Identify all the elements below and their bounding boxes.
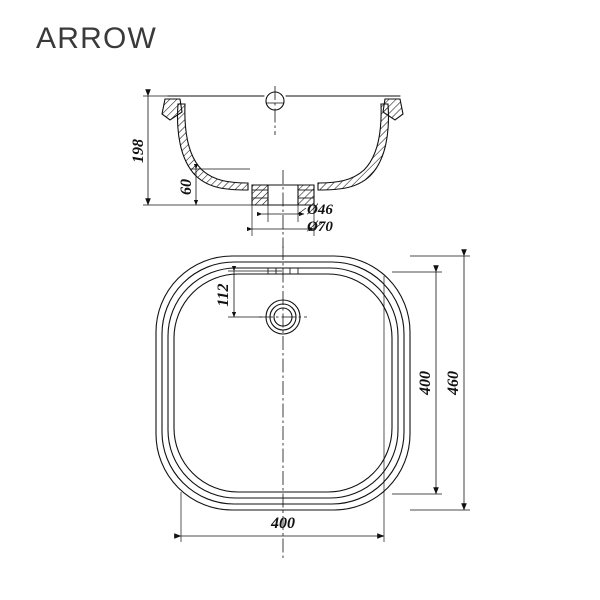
drain-circle <box>259 299 307 335</box>
dimension-400-vertical-label: 400 <box>417 371 434 396</box>
dimension-112: 112 <box>215 265 282 318</box>
bowl-wall-left <box>177 103 249 191</box>
dimension-dia70: Ø70 <box>246 205 333 236</box>
plan-view: 112 400 460 400 <box>155 246 470 560</box>
dimension-400-horizontal: 400 <box>174 276 385 542</box>
page-title: ARROW <box>36 22 157 55</box>
dimension-112-label: 112 <box>215 283 232 306</box>
dimension-dia46-label: Ø46 <box>306 202 333 218</box>
dimension-dia46: Ø46 <box>256 202 333 222</box>
section-view: 198 60 Ø46 Ø70 <box>130 86 404 248</box>
dimension-dia70-label: Ø70 <box>306 219 333 235</box>
dimension-198-label: 198 <box>130 139 147 163</box>
dimension-60-label: 60 <box>178 179 195 195</box>
dimension-460-vertical-label: 460 <box>445 371 462 396</box>
dimension-400-horizontal-label: 400 <box>270 515 295 532</box>
dimension-460-vertical: 460 <box>410 249 470 511</box>
bowl-wall-right <box>317 103 389 191</box>
dimension-198: 198 <box>130 89 256 206</box>
dimension-60: 60 <box>178 163 250 206</box>
dimension-400-vertical: 400 <box>392 265 442 495</box>
